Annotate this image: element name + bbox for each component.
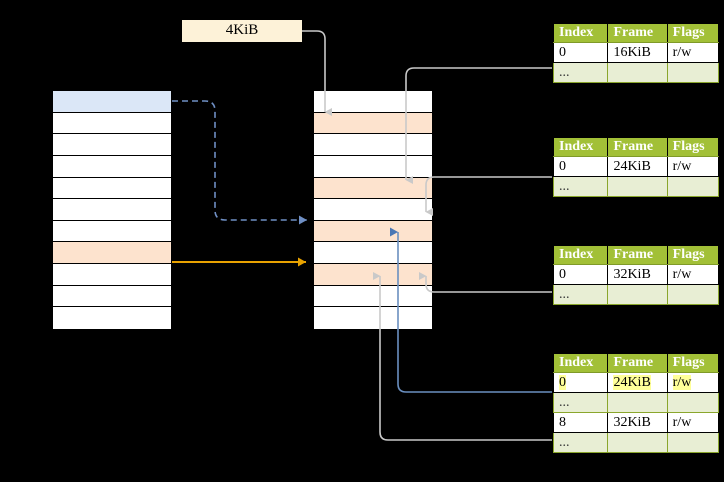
- column-header-flags: Flags: [666, 137, 720, 157]
- table-cell: ...: [552, 392, 609, 413]
- column-header-frame: Frame: [607, 245, 668, 265]
- memory-row: [314, 112, 432, 135]
- memory-row: [53, 91, 171, 113]
- table-row: ...: [552, 432, 720, 453]
- memory-row: [53, 199, 171, 221]
- memory-row: [314, 220, 432, 243]
- memory-row: [53, 155, 171, 178]
- table-cell: [666, 432, 720, 453]
- column-header-index: Index: [552, 137, 609, 157]
- memory-row: [314, 307, 432, 329]
- table-cell: r/w: [666, 42, 720, 63]
- table-cell: [607, 392, 668, 413]
- wire-virtual-page-to-frame: [172, 100, 307, 225]
- table-cell: [607, 432, 668, 453]
- memory-row: [314, 155, 432, 178]
- table-cell: [666, 62, 720, 83]
- table-cell: [666, 392, 720, 413]
- table-cell: ...: [552, 176, 609, 197]
- wire-frame-to-pt2: [425, 176, 552, 216]
- memory-row: [53, 307, 171, 329]
- memory-row: [53, 177, 171, 200]
- memory-row: [314, 177, 432, 200]
- table-cell: ...: [552, 62, 609, 83]
- memory-row: [314, 264, 432, 286]
- table-cell: 24KiB: [607, 156, 668, 177]
- table-cell: [607, 176, 668, 197]
- wire-pt3-to-frame: [419, 272, 552, 293]
- column-header-index: Index: [552, 23, 609, 43]
- column-header-flags: Flags: [666, 23, 720, 43]
- table-cell: [607, 284, 668, 305]
- physical-memory-column: [313, 90, 433, 330]
- table-row: ...: [552, 284, 720, 305]
- table-row: ...: [552, 176, 720, 197]
- memory-row: [314, 199, 432, 221]
- memory-row: [314, 134, 432, 156]
- table-cell: ...: [552, 284, 609, 305]
- table-cell: [666, 284, 720, 305]
- memory-row: [53, 134, 171, 156]
- table-cell: 24KiB: [607, 372, 668, 393]
- page-size-label: 4KiB: [182, 20, 302, 42]
- table-cell: r/w: [666, 264, 720, 285]
- memory-row: [53, 264, 171, 286]
- column-header-index: Index: [552, 245, 609, 265]
- table-cell: 8: [552, 412, 609, 433]
- table-cell: r/w: [666, 156, 720, 177]
- table-cell: 0: [552, 156, 609, 177]
- virtual-address-space-column: [52, 90, 172, 330]
- memory-row: [53, 220, 171, 243]
- table-cell: 0: [552, 372, 609, 393]
- table-cell: ...: [552, 432, 609, 453]
- column-header-index: Index: [552, 353, 609, 373]
- column-header-flags: Flags: [666, 353, 720, 373]
- table-cell: r/w: [666, 372, 720, 393]
- memory-row: [314, 285, 432, 308]
- memory-row: [53, 112, 171, 135]
- highlighted-value: 24KiB: [613, 374, 651, 390]
- table-cell: 16KiB: [607, 42, 668, 63]
- table-row: ...: [552, 62, 720, 83]
- column-header-frame: Frame: [607, 23, 668, 43]
- table-row: 0 24KiB r/w: [552, 372, 720, 393]
- table-cell: 0: [552, 264, 609, 285]
- table-cell: 0: [552, 42, 609, 63]
- table-cell: [666, 176, 720, 197]
- table-row: ...: [552, 392, 720, 413]
- table-cell: r/w: [666, 412, 720, 433]
- memory-row: [314, 242, 432, 264]
- table-cell: 32KiB: [607, 412, 668, 433]
- memory-row: [53, 285, 171, 308]
- memory-row: [314, 91, 432, 113]
- highlighted-value: 0: [559, 374, 566, 390]
- column-header-flags: Flags: [666, 245, 720, 265]
- table-cell: 32KiB: [607, 264, 668, 285]
- column-header-frame: Frame: [607, 137, 668, 157]
- table-cell: [607, 62, 668, 83]
- highlighted-value: r/w: [672, 374, 692, 390]
- memory-row: [53, 242, 171, 264]
- column-header-frame: Frame: [607, 353, 668, 373]
